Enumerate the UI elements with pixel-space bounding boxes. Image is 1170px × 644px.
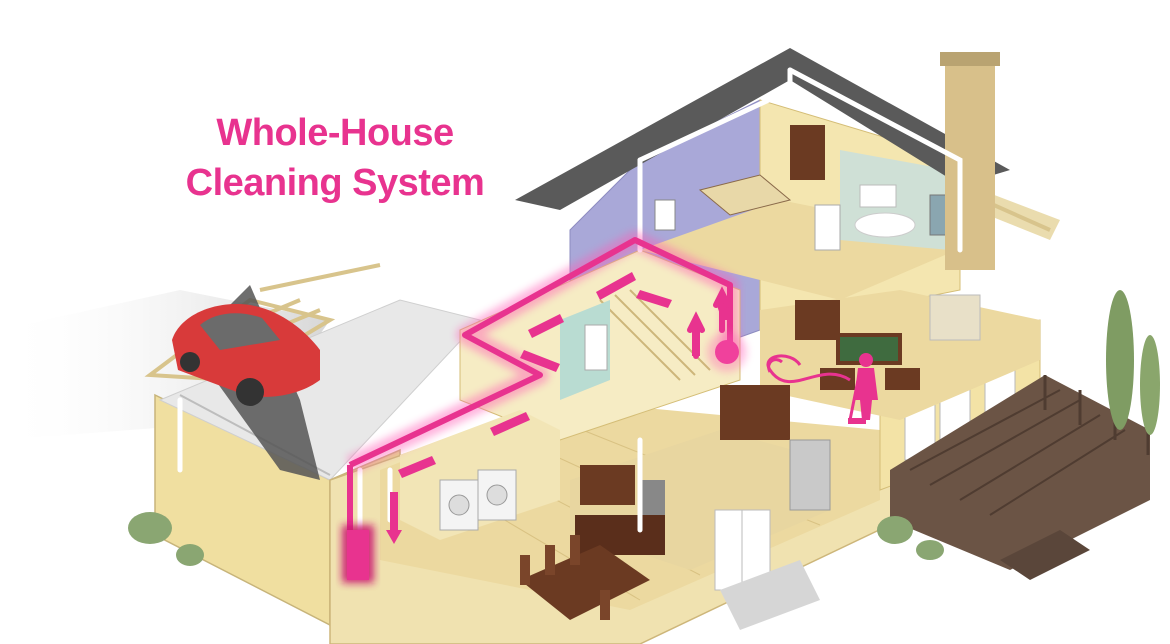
bushes: [128, 512, 944, 566]
tree: [1106, 290, 1160, 435]
car-icon: [172, 304, 320, 406]
stairwell: [459, 249, 741, 441]
diagram-title: Whole-House Cleaning System: [170, 108, 500, 208]
roof: [515, 48, 1010, 210]
pipe-network: [177, 67, 963, 553]
airflow-arrow-lines: [687, 286, 731, 359]
chimney: [940, 52, 1000, 270]
airflow-duct: [346, 231, 747, 560]
person-vacuuming-icon: [766, 353, 878, 424]
dining-table: [520, 535, 650, 620]
title-line-1: Whole-House: [216, 112, 454, 154]
power-unit-icon: [342, 525, 374, 583]
title-line-2: Cleaning System: [185, 162, 485, 204]
deck: [890, 375, 1150, 580]
entry-doors: [714, 509, 820, 630]
laundry-room: [400, 410, 560, 540]
